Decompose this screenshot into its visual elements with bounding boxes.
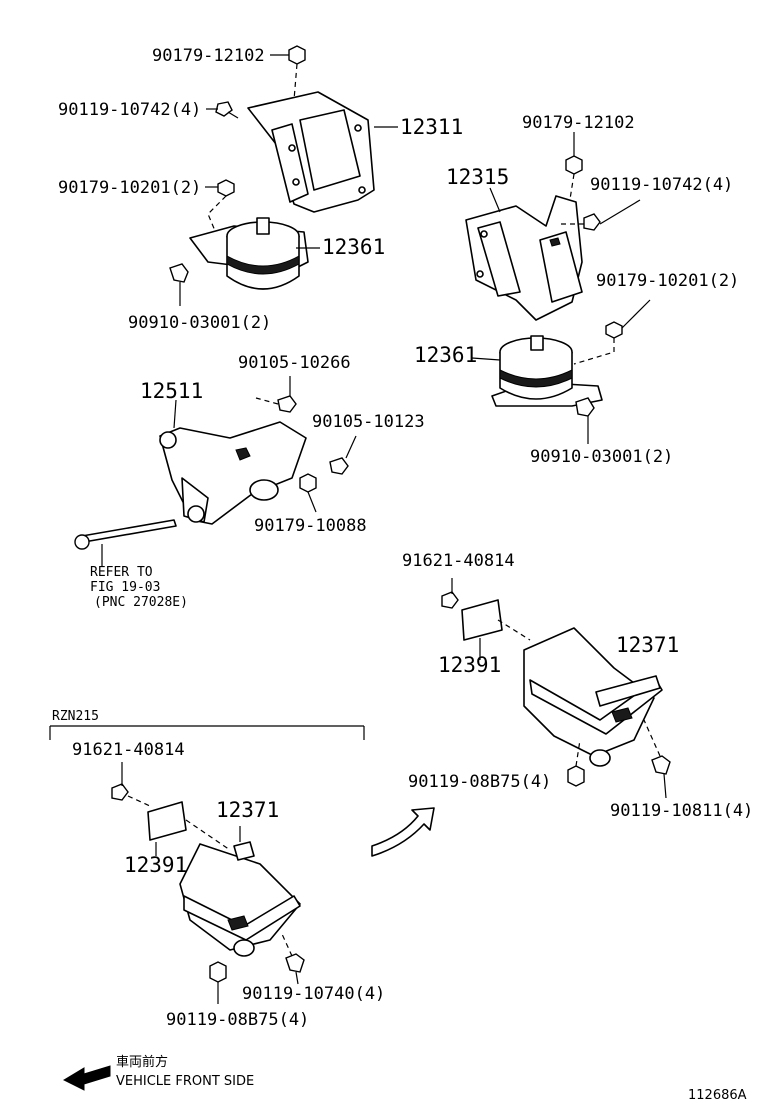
bolt-90105-10123 xyxy=(329,457,349,475)
label-90119-10811: 90119-10811(4) xyxy=(610,801,753,821)
label-90179-12102-b: 90179-12102 xyxy=(522,113,635,133)
nut-90179-10201-a xyxy=(217,179,235,197)
nut-90179-10201-b xyxy=(605,321,623,339)
label-rzn215: RZN215 xyxy=(52,709,99,724)
label-12361-b: 12361 xyxy=(414,343,477,367)
label-91621-40814-a: 91621-40814 xyxy=(402,551,515,571)
left-arrow-icon xyxy=(62,1065,111,1091)
assembly-12371-a xyxy=(441,578,671,799)
bolt-90119-10811 xyxy=(651,755,671,775)
bracket-12511 xyxy=(159,421,307,525)
nut-90179-12102-a xyxy=(288,45,306,65)
label-90105-10123: 90105-10123 xyxy=(312,412,425,432)
refer-line-2: FIG 19-03 xyxy=(90,580,160,595)
label-90179-10201-a: 90179-10201(2) xyxy=(58,178,201,198)
plate-12391-b xyxy=(147,801,187,841)
assembly-12311 xyxy=(169,45,375,306)
label-90179-12102-a: 90179-12102 xyxy=(152,46,265,66)
label-90910-03001-b: 90910-03001(2) xyxy=(530,447,673,467)
front-label-jp: 車両前方 xyxy=(116,1054,168,1070)
nut-90179-10088 xyxy=(299,473,317,493)
bolt-90910-03001-a xyxy=(169,263,189,283)
bolt-90119-08b75-b xyxy=(209,961,227,983)
bolt-90119-10742-b xyxy=(583,213,601,231)
refer-line-1: REFER TO xyxy=(90,565,153,580)
label-90119-08b75-b: 90119-08B75(4) xyxy=(166,1010,309,1030)
label-12511: 12511 xyxy=(140,379,203,403)
label-90119-10742-b: 90119-10742(4) xyxy=(590,175,733,195)
label-90179-10088: 90179-10088 xyxy=(254,516,367,536)
label-12391-a: 12391 xyxy=(438,653,501,677)
label-12315: 12315 xyxy=(446,165,509,189)
assembly-12371-b-rzn215 xyxy=(49,725,365,1004)
plate-12391-a xyxy=(461,599,503,641)
front-label-en: VEHICLE FRONT SIDE xyxy=(116,1074,254,1089)
bolt-91621-40814-b xyxy=(111,783,129,801)
assembly-12315 xyxy=(465,155,623,444)
bolt-90119-08b75-a xyxy=(567,765,585,787)
label-12391-b: 12391 xyxy=(124,853,187,877)
label-90119-08b75-a: 90119-08B75(4) xyxy=(408,772,551,792)
assembly-12511 xyxy=(74,376,357,566)
label-12361-a: 12361 xyxy=(322,235,385,259)
bolt-90119-10740 xyxy=(285,953,305,973)
label-12371-b: 12371 xyxy=(216,798,279,822)
bolt-90119-10742-a xyxy=(215,101,233,117)
curved-arrow-icon xyxy=(371,807,435,857)
bolt-90105-10266 xyxy=(277,395,297,413)
figure-id: 112686A xyxy=(688,1088,747,1103)
nut-90179-12102-b xyxy=(565,155,583,175)
label-90119-10740: 90119-10740(4) xyxy=(242,984,385,1004)
label-90179-10201-b: 90179-10201(2) xyxy=(596,271,739,291)
bolt-90910-03001-b xyxy=(575,397,595,417)
label-12311: 12311 xyxy=(400,115,463,139)
bolt-91621-40814-a xyxy=(441,591,459,609)
insulator-12371-a xyxy=(523,627,655,757)
long-bolt xyxy=(81,519,177,543)
label-90119-10742-a: 90119-10742(4) xyxy=(58,100,201,120)
refer-line-3: (PNC 27028E) xyxy=(94,595,188,610)
label-91621-40814-b: 91621-40814 xyxy=(72,740,185,760)
label-90105-10266: 90105-10266 xyxy=(238,353,351,373)
label-90910-03001-a: 90910-03001(2) xyxy=(128,313,271,333)
label-12371-a: 12371 xyxy=(616,633,679,657)
